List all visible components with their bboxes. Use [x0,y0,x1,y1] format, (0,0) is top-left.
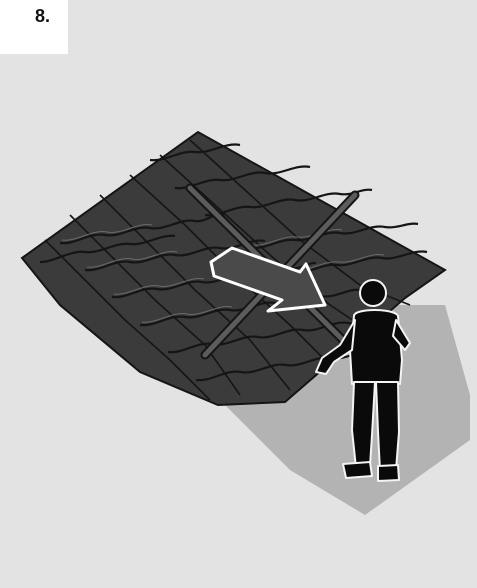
step-number: 8. [35,6,50,27]
step-label-box: 8. [0,0,68,54]
